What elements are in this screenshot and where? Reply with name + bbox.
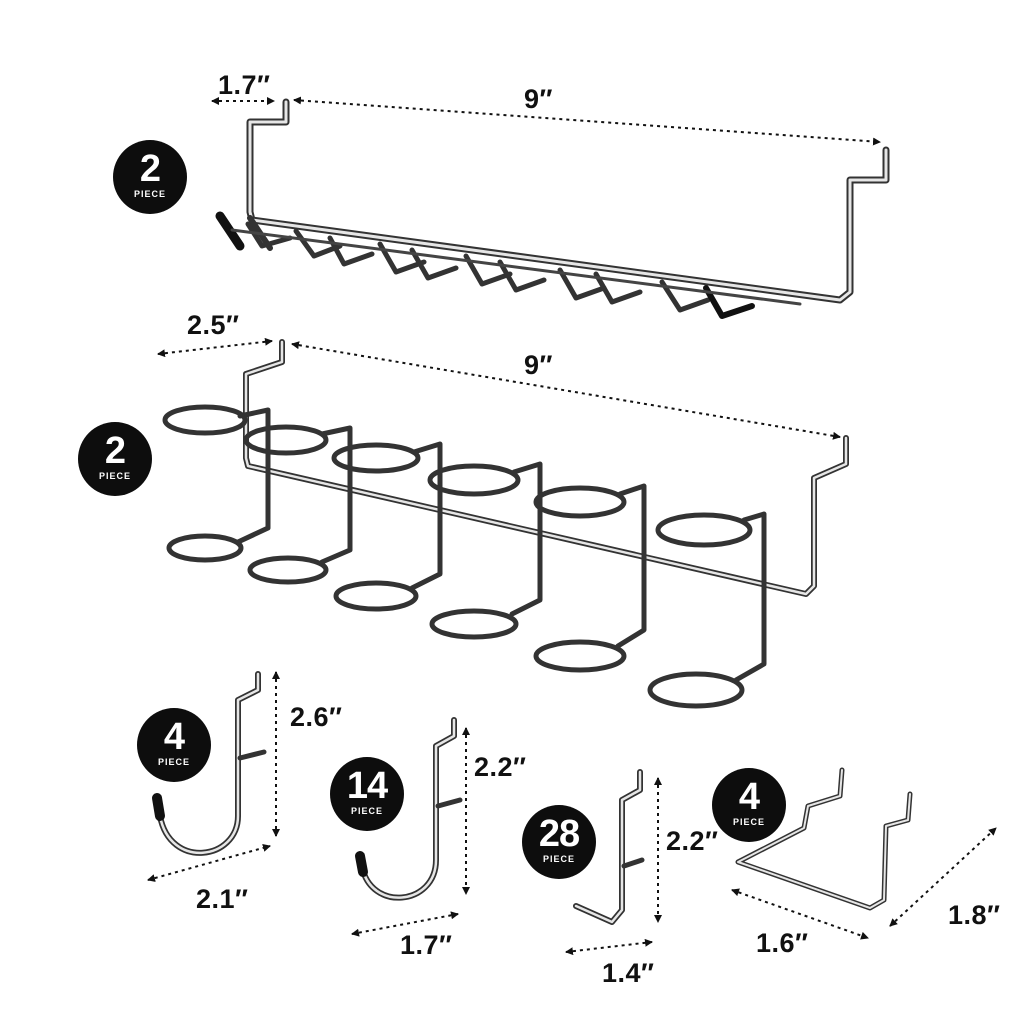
ring-rack-drawing bbox=[162, 339, 849, 709]
quantity-unit-label: PIECE bbox=[350, 806, 383, 816]
u-bracket-drawing bbox=[735, 767, 913, 911]
dimension-label: 1.7″ bbox=[400, 930, 453, 960]
quantity-badge-medium-j-hook: 14 PIECE bbox=[330, 757, 404, 831]
quantity-badge-u-bracket: 4 PIECE bbox=[712, 768, 786, 842]
dimension-label: 1.7″ bbox=[218, 70, 271, 100]
dimension-label: 1.8″ bbox=[948, 900, 1001, 930]
dimension-label: 2.2″ bbox=[474, 752, 527, 782]
dimension-label: 2.5″ bbox=[187, 310, 240, 340]
dimension-label: 9″ bbox=[524, 350, 553, 380]
quantity-count: 28 bbox=[538, 813, 580, 855]
quantity-count: 2 bbox=[139, 148, 161, 190]
quantity-count: 14 bbox=[346, 765, 388, 807]
medium-j-hook-drawing bbox=[355, 717, 463, 901]
dimension-label: 2.6″ bbox=[290, 702, 343, 732]
quantity-badge-large-j-hook: 4 PIECE bbox=[137, 708, 211, 782]
quantity-count: 4 bbox=[738, 776, 760, 818]
dimension-label: 9″ bbox=[524, 84, 553, 114]
quantity-unit-label: PIECE bbox=[98, 471, 131, 481]
quantity-unit-label: PIECE bbox=[133, 189, 166, 199]
dimension-label: 1.6″ bbox=[756, 928, 809, 958]
quantity-count: 2 bbox=[104, 430, 126, 472]
l-hook-drawing bbox=[573, 769, 645, 925]
dimension-label: 1.4″ bbox=[602, 958, 655, 988]
wrench-rack-drawing bbox=[215, 98, 890, 319]
quantity-unit-label: PIECE bbox=[157, 757, 190, 767]
quantity-badge-l-hook: 28 PIECE bbox=[522, 805, 596, 879]
dimension-label: 2.1″ bbox=[196, 884, 249, 914]
quantity-unit-label: PIECE bbox=[732, 817, 765, 827]
dimension-label: 2.2″ bbox=[666, 826, 719, 856]
quantity-badge-wrench-rack: 2 PIECE bbox=[113, 140, 187, 214]
quantity-unit-label: PIECE bbox=[542, 854, 575, 864]
quantity-badge-ring-rack: 2 PIECE bbox=[78, 422, 152, 496]
quantity-count: 4 bbox=[163, 716, 185, 758]
